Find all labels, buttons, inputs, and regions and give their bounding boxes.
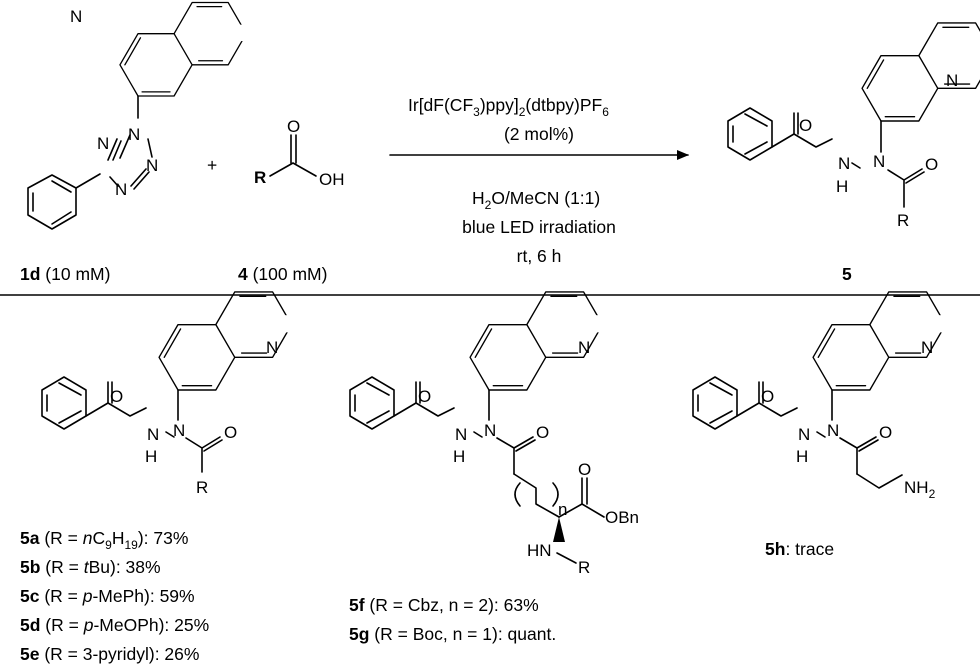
n-atom-5f-iq: N [578, 338, 590, 357]
o-atom-5f-3: O [578, 460, 591, 479]
nh-h-atom-5a: H [145, 447, 157, 466]
n-atom-5a: N [173, 421, 185, 440]
label-1d: 1d (10 mM) [20, 264, 110, 284]
acid-4-structure [269, 134, 317, 177]
product-5h-structure [692, 291, 948, 489]
catalyst-label: Ir[dF(CF3)ppy]2(dtbpy)PF6 [408, 95, 609, 119]
r-group-5a: R [196, 478, 208, 497]
n-atom-5a-iq: N [266, 338, 278, 357]
obn-group-5f: OBn [605, 508, 639, 527]
n-atom-1d-iq: N [70, 7, 82, 26]
nh-n-atom-5h: N [798, 425, 810, 444]
o-atom-5h-1: O [761, 387, 774, 406]
result-5c: 5c (R = p-MePh): 59% [20, 586, 195, 606]
nh-h-atom-5: H [836, 177, 848, 196]
light-label: blue LED irradiation [462, 217, 616, 237]
n-atom-5: N [873, 152, 885, 171]
n1-atom-1d: N [97, 134, 109, 153]
nh-h-atom-5h: H [796, 447, 808, 466]
n-atom-5-iq: N [946, 71, 958, 90]
solvent-label: H2O/MeCN (1:1) [472, 188, 600, 212]
n3-atom-1d: N [146, 156, 158, 175]
o-atom-5f-1: O [418, 387, 431, 406]
o-atom-5f-2: O [536, 423, 549, 442]
nh-n-atom-5: N [838, 154, 850, 173]
label-4: 4 (100 mM) [238, 264, 327, 284]
temp-time-label: rt, 6 h [517, 246, 562, 266]
result-5b: 5b (R = tBu): 38% [20, 557, 161, 577]
n-r-bond-5f [556, 552, 577, 564]
tetrazole-1d-structure [27, 1, 249, 230]
nh-n-atom-5f: N [455, 425, 467, 444]
plus-sign: + [207, 155, 217, 175]
o-atom-5a-2: O [224, 423, 237, 442]
n-atom-5h-iq: N [921, 338, 933, 357]
product-5f-5g-structure [349, 291, 605, 542]
product-5a-5e-structure [41, 291, 294, 473]
hn-group-5f: HN [527, 541, 552, 560]
result-5f: 5f (R = Cbz, n = 2): 63% [349, 595, 539, 615]
result-5d: 5d (R = p-MeOPh): 25% [20, 615, 209, 635]
result-5e: 5e (R = 3-pyridyl): 26% [20, 644, 199, 664]
o-atom-5a: O [799, 116, 812, 135]
n-atom-5h: N [827, 421, 839, 440]
r-group-5: R [897, 211, 909, 230]
nh-h-atom-5f: H [453, 447, 465, 466]
n-subscript-5f: n [558, 500, 567, 519]
o-atom-5b: O [925, 155, 938, 174]
n2-atom-1d: N [128, 125, 140, 144]
nh2-group-5h: NH2 [904, 478, 936, 501]
n-atom-5f: N [484, 421, 496, 440]
o-atom-5h-2: O [879, 423, 892, 442]
oh-group-4: OH [319, 170, 345, 189]
catalyst-loading: (2 mol%) [504, 124, 574, 144]
o-atom-5a-1: O [110, 387, 123, 406]
result-5h: 5h: trace [765, 539, 834, 559]
product-5-structure [727, 22, 980, 208]
result-5g: 5g (R = Boc, n = 1): quant. [349, 624, 556, 644]
label-5: 5 [842, 264, 852, 284]
o-atom-4: O [287, 117, 300, 136]
r-group-4: R [254, 168, 266, 187]
result-5a: 5a (R = nC9H19): 73% [20, 528, 188, 552]
n4-atom-1d: N [115, 180, 127, 199]
r-group-5f: R [578, 558, 590, 577]
nh-n-atom-5a: N [147, 425, 159, 444]
